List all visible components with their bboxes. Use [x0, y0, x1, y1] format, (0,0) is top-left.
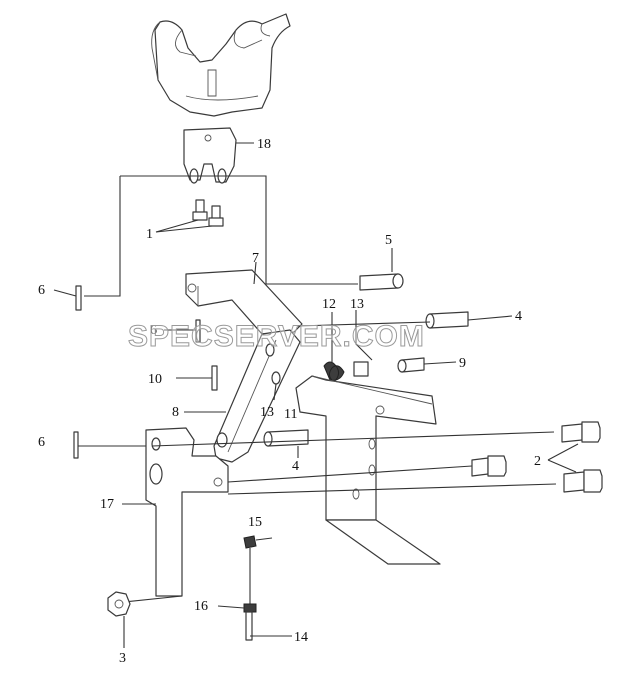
label-9: 9	[459, 356, 466, 371]
label-7: 7	[252, 251, 259, 266]
nut-3	[107, 591, 131, 648]
label-10: 10	[148, 372, 162, 387]
label-1: 1	[146, 227, 153, 242]
label-4-upper: 4	[515, 309, 522, 324]
bolts-2	[471, 421, 603, 493]
label-15: 15	[248, 515, 262, 530]
pin-6-upper	[53, 175, 358, 311]
watermark: SPECSERVER.COM	[128, 320, 425, 353]
spring-12	[323, 312, 369, 383]
bolt-leaders	[123, 431, 557, 603]
pin-4-lower	[263, 429, 309, 458]
label-3: 3	[119, 651, 126, 666]
label-4-lower: 4	[292, 459, 299, 474]
label-13-lower: 13	[260, 405, 274, 420]
pin-assembly-14-15-16	[217, 535, 292, 641]
mounting-bracket-17	[122, 427, 229, 597]
pin-6-lower	[73, 431, 152, 459]
pin-5	[359, 248, 404, 291]
label-8: 8	[172, 405, 179, 420]
label-11: 11	[284, 407, 297, 422]
label-18: 18	[257, 137, 271, 152]
label-16: 16	[194, 599, 208, 614]
label-14: 14	[294, 630, 308, 645]
label-5: 5	[385, 233, 392, 248]
label-2: 2	[534, 454, 541, 469]
leader-13-top	[355, 310, 373, 361]
support-plate-11	[295, 375, 441, 565]
label-13-top: 13	[350, 297, 364, 312]
label-6-middle: 6	[150, 323, 157, 338]
label-17: 17	[100, 497, 114, 512]
washer-13-lower	[271, 371, 281, 401]
pin-10	[176, 365, 218, 391]
label-12: 12	[322, 297, 336, 312]
upper-cradle-bracket	[151, 13, 291, 117]
clevis-18	[183, 127, 254, 184]
bolts-1	[155, 199, 224, 233]
pin-4-upper	[297, 311, 513, 329]
label-6-upper: 6	[38, 283, 45, 298]
pin-6-middle	[164, 319, 201, 343]
pin-9	[397, 357, 457, 373]
label-6-lower: 6	[38, 435, 45, 450]
